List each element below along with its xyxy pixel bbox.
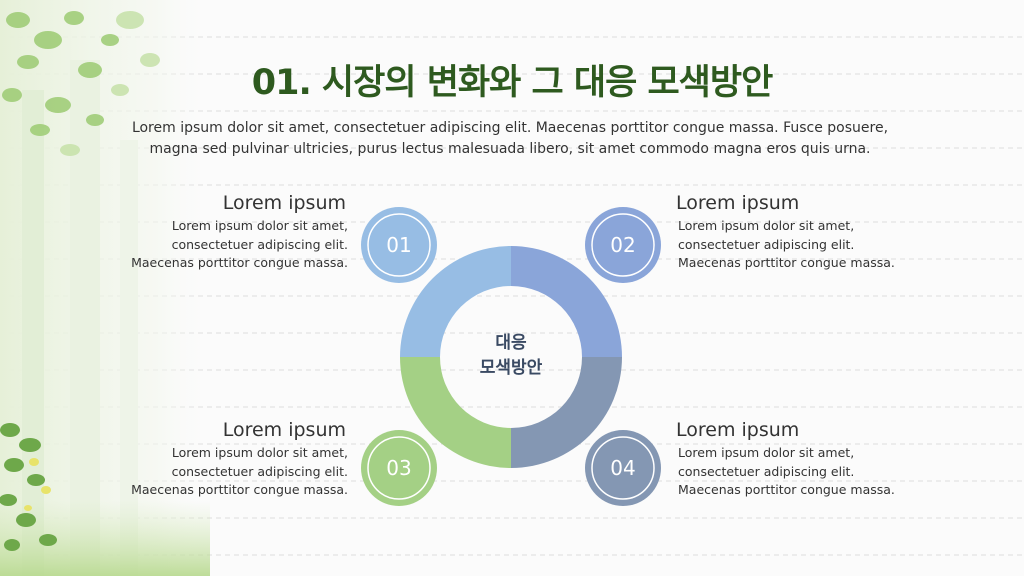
item-02-body: Lorem ipsum dolor sit amet, consectetuer… (678, 217, 895, 273)
forest-illustration (0, 0, 210, 576)
item-02-heading: Lorem ipsum (676, 192, 800, 214)
item-03-body-line: Lorem ipsum dolor sit amet, (171, 445, 348, 460)
badge-number: 03 (386, 456, 411, 480)
badge-circle (361, 430, 437, 506)
badge-circle (585, 430, 661, 506)
ring-segment-04 (511, 357, 622, 468)
subtitle-line: Lorem ipsum dolor sit amet, consectetuer… (131, 120, 889, 136)
item-02-body-line: consectetuer adipiscing elit. (678, 236, 855, 252)
number-badge-03: 03 (361, 430, 437, 506)
badge-number: 02 (610, 233, 635, 257)
ring-segment-03 (400, 357, 511, 468)
item-03-body-line: consectetuer adipiscing elit. (171, 463, 348, 479)
center-label-line-2: 모색방안 (480, 358, 543, 378)
number-badge-04: 04 (585, 430, 661, 506)
item-04-body-line: consectetuer adipiscing elit. (678, 463, 855, 479)
ring-segment-01 (400, 246, 511, 357)
center-label-line-1: 대응 (495, 333, 527, 353)
number-badge-01: 01 (361, 207, 437, 283)
item-04-heading: Lorem ipsum (676, 419, 800, 441)
item-01-heading: Lorem ipsum (222, 192, 346, 214)
item-01-body: Lorem ipsum dolor sit amet, consectetuer… (131, 217, 348, 273)
item-04-body-line: Maecenas porttitor congue massa. (678, 482, 895, 497)
item-03-body-line: Maecenas porttitor congue massa. (131, 482, 348, 497)
page-title: 01. 시장의 변화와 그 대응 모색방안 (251, 63, 774, 103)
item-02-body-line: Lorem ipsum dolor sit amet, (678, 218, 855, 233)
item-01-body-line: Lorem ipsum dolor sit amet, (171, 218, 348, 233)
badge-ring (367, 213, 431, 277)
ring-segment-02 (511, 246, 622, 357)
badge-number: 04 (610, 456, 635, 480)
number-badge-02: 02 (585, 207, 661, 283)
subtitle-line: magna sed pulvinar ultricies, purus lect… (149, 141, 871, 157)
badge-ring (591, 213, 655, 277)
item-03-heading: Lorem ipsum (222, 419, 346, 441)
badge-ring (367, 436, 431, 500)
badge-circle (361, 207, 437, 283)
item-01-body-line: Maecenas porttitor congue massa. (131, 255, 348, 270)
item-03-body: Lorem ipsum dolor sit amet, consectetuer… (131, 444, 348, 500)
badge-ring (591, 436, 655, 500)
badge-number: 01 (386, 233, 411, 257)
item-04-body-line: Lorem ipsum dolor sit amet, (678, 445, 855, 460)
item-02-body-line: Maecenas porttitor congue massa. (678, 255, 895, 270)
badge-circle (585, 207, 661, 283)
page-subtitle: Lorem ipsum dolor sit amet, consectetuer… (110, 118, 910, 160)
item-04-body: Lorem ipsum dolor sit amet, consectetuer… (678, 444, 895, 500)
item-01-body-line: consectetuer adipiscing elit. (171, 236, 348, 252)
